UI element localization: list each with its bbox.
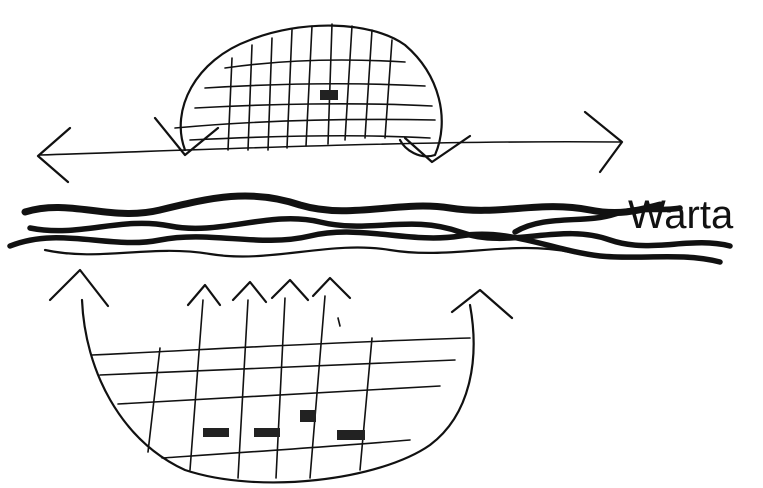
south-grid-line [276,298,285,478]
north-grid-line [345,26,352,140]
river-strand [45,248,570,257]
north-grid-line [228,58,232,150]
north-grid-line [268,38,272,150]
stray-tick [338,318,340,326]
north-grid-line [287,30,292,148]
south-building-mark [300,410,316,422]
north-grid-line [248,45,252,150]
south-grid-line [118,386,440,404]
north-dome-base [175,119,435,128]
north-grid-line [385,40,392,138]
south-grid-line [190,300,203,470]
south-grid-line [310,296,325,478]
arrow-up [233,282,266,302]
north-building-mark [320,90,338,100]
north-settlement [155,24,470,162]
north-grid-line [205,84,425,88]
south-grid-line [148,348,160,452]
river: Warta [10,193,734,262]
south-building-mark [254,428,280,437]
horizontal-double-arrow [38,112,622,182]
south-settlement [50,270,512,482]
river-strand [25,196,660,214]
south-grid-line [92,338,470,355]
arrow-up-outer-left [50,270,108,306]
arrow-up [313,278,350,298]
river-label: Warta [628,193,734,237]
north-grid-line [190,136,430,140]
arrow-up-outer-right [452,290,512,318]
arrow-shaft [40,142,620,155]
north-grid-line [306,26,312,146]
south-grid-line [162,440,410,458]
south-grid-line [238,300,248,478]
arrow-up [188,285,220,305]
arrow-up [272,280,308,300]
south-grid-line [360,338,372,470]
south-grid-line [100,360,455,375]
south-building-mark [337,430,365,440]
south-building-mark [203,428,229,437]
